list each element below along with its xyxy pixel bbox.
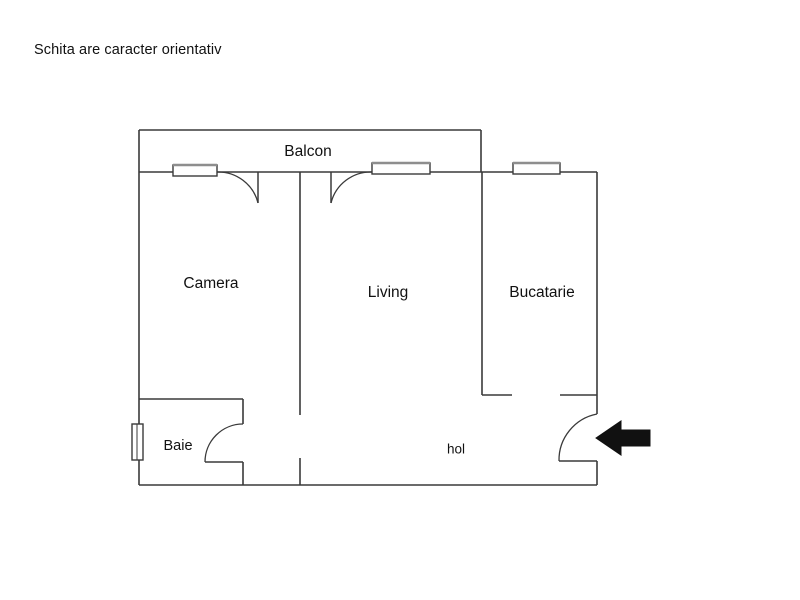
door-baie (204, 423, 244, 463)
exterior-walls (138, 171, 598, 486)
room-label-baie: Baie (163, 438, 192, 454)
balcon-outline (138, 129, 482, 172)
door-living (330, 171, 373, 204)
door-camera (216, 171, 259, 204)
plan-title-note: Schita are caracter orientativ (34, 42, 222, 58)
room-label-living: Living (368, 284, 409, 301)
entrance-arrow (595, 420, 651, 456)
window-living (371, 161, 431, 175)
door-entrance (558, 413, 598, 462)
room-label-bucatarie: Bucatarie (509, 284, 574, 301)
room-label-hol: hol (447, 442, 465, 457)
interior-walls (139, 172, 597, 485)
windows-group (131, 161, 561, 461)
room-label-balcon: Balcon (284, 143, 331, 160)
room-label-camera: Camera (183, 275, 239, 292)
doors-group (204, 171, 598, 463)
window-baie (131, 423, 144, 461)
window-bucatarie (512, 161, 561, 175)
window-camera (172, 163, 218, 177)
